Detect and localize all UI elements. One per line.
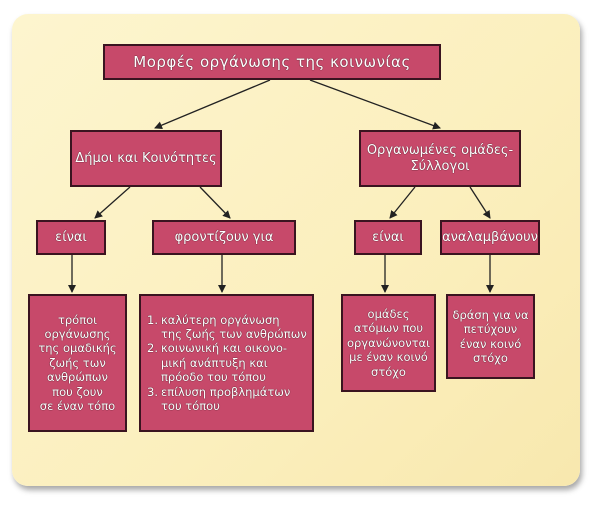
list-item: 2. κοινωνική και οικονο- μική ανάπτυξη κ… xyxy=(147,341,287,384)
leaf-line: σε έναν τόπο xyxy=(39,398,116,413)
leaf-line: ανθρώπων xyxy=(47,370,108,385)
node-line: Σύλλογοι xyxy=(410,158,470,174)
arrow-left-to-frontizoun xyxy=(199,186,231,219)
leaf-line: έναν κοινό xyxy=(459,336,522,351)
list-line: καλύτερη οργάνωση xyxy=(161,312,280,327)
leaf-line: της ομαδικής xyxy=(38,341,117,356)
leaf-line: δράση για να xyxy=(452,307,529,322)
leaf-line: με έναν κοινό xyxy=(349,350,428,365)
list-item: 3. επίλυση προβλημάτων του τόπου xyxy=(147,385,290,414)
list-line: της ζωής των ανθρώπων xyxy=(161,327,307,342)
leaf-line: πετύχουν xyxy=(463,322,518,337)
list-line: επίλυση προβλημάτων xyxy=(161,384,291,399)
list-item: 1. καλύτερη οργάνωση της ζωής των ανθρώπ… xyxy=(147,313,307,342)
list-line: κοινωνική και οικονο- xyxy=(161,341,288,356)
node-organomenes-omades: Οργανωμένες ομάδες- Σύλλογοι xyxy=(359,130,521,187)
leaf-line: οργάνωσης xyxy=(44,327,111,342)
list-line: μική ανάπτυξη και xyxy=(161,355,268,370)
list-line: του τόπου xyxy=(161,398,220,413)
arrow-title-to-right xyxy=(309,79,441,130)
node-line: Οργανωμένες ομάδες- xyxy=(366,142,514,158)
leaf-numbered-list: 1. καλύτερη οργάνωση της ζωής των ανθρώπ… xyxy=(139,294,314,432)
list-number: 1. xyxy=(147,312,158,327)
list-number: 3. xyxy=(147,384,158,399)
leaf-drasi: δράση για να πετύχουν έναν κοινό στόχο xyxy=(446,294,535,379)
link-einai-right: είναι xyxy=(354,220,422,255)
link-frontizoun-gia: φροντίζουν για xyxy=(152,220,296,255)
leaf-line: ατόμων που xyxy=(353,321,424,336)
node-dimoi-koinotites: Δήμοι και Κοινότητες xyxy=(70,130,222,187)
title-node: Μορφές οργάνωσης της κοινωνίας xyxy=(103,44,441,80)
leaf-omades-atomon: ομάδες ατόμων που οργανώνονται με έναν κ… xyxy=(341,294,436,392)
list-number: 2. xyxy=(147,341,158,356)
arrow-right-to-einai xyxy=(389,186,416,219)
leaf-line: που ζουν xyxy=(52,384,103,399)
arrow-left-to-einai xyxy=(94,186,131,219)
leaf-line: οργανώνονται xyxy=(346,335,431,350)
link-analamvanoun: αναλαμβάνουν xyxy=(440,220,540,255)
leaf-line: ζωής των xyxy=(49,355,106,370)
leaf-tropoi-organosis: τρόποι οργάνωσης της ομαδικής ζωής των α… xyxy=(28,294,127,432)
leaf-line: τρόποι xyxy=(57,312,98,327)
leaf-line: στόχο xyxy=(473,350,508,365)
leaf-line: στόχο xyxy=(371,364,406,379)
leaf-line: ομάδες xyxy=(367,307,410,322)
list-line: πρόοδο του τόπου xyxy=(161,370,266,385)
arrow-right-to-analamvanoun xyxy=(469,186,491,219)
link-einai-left: είναι xyxy=(36,220,106,255)
arrow-title-to-left xyxy=(154,79,271,129)
